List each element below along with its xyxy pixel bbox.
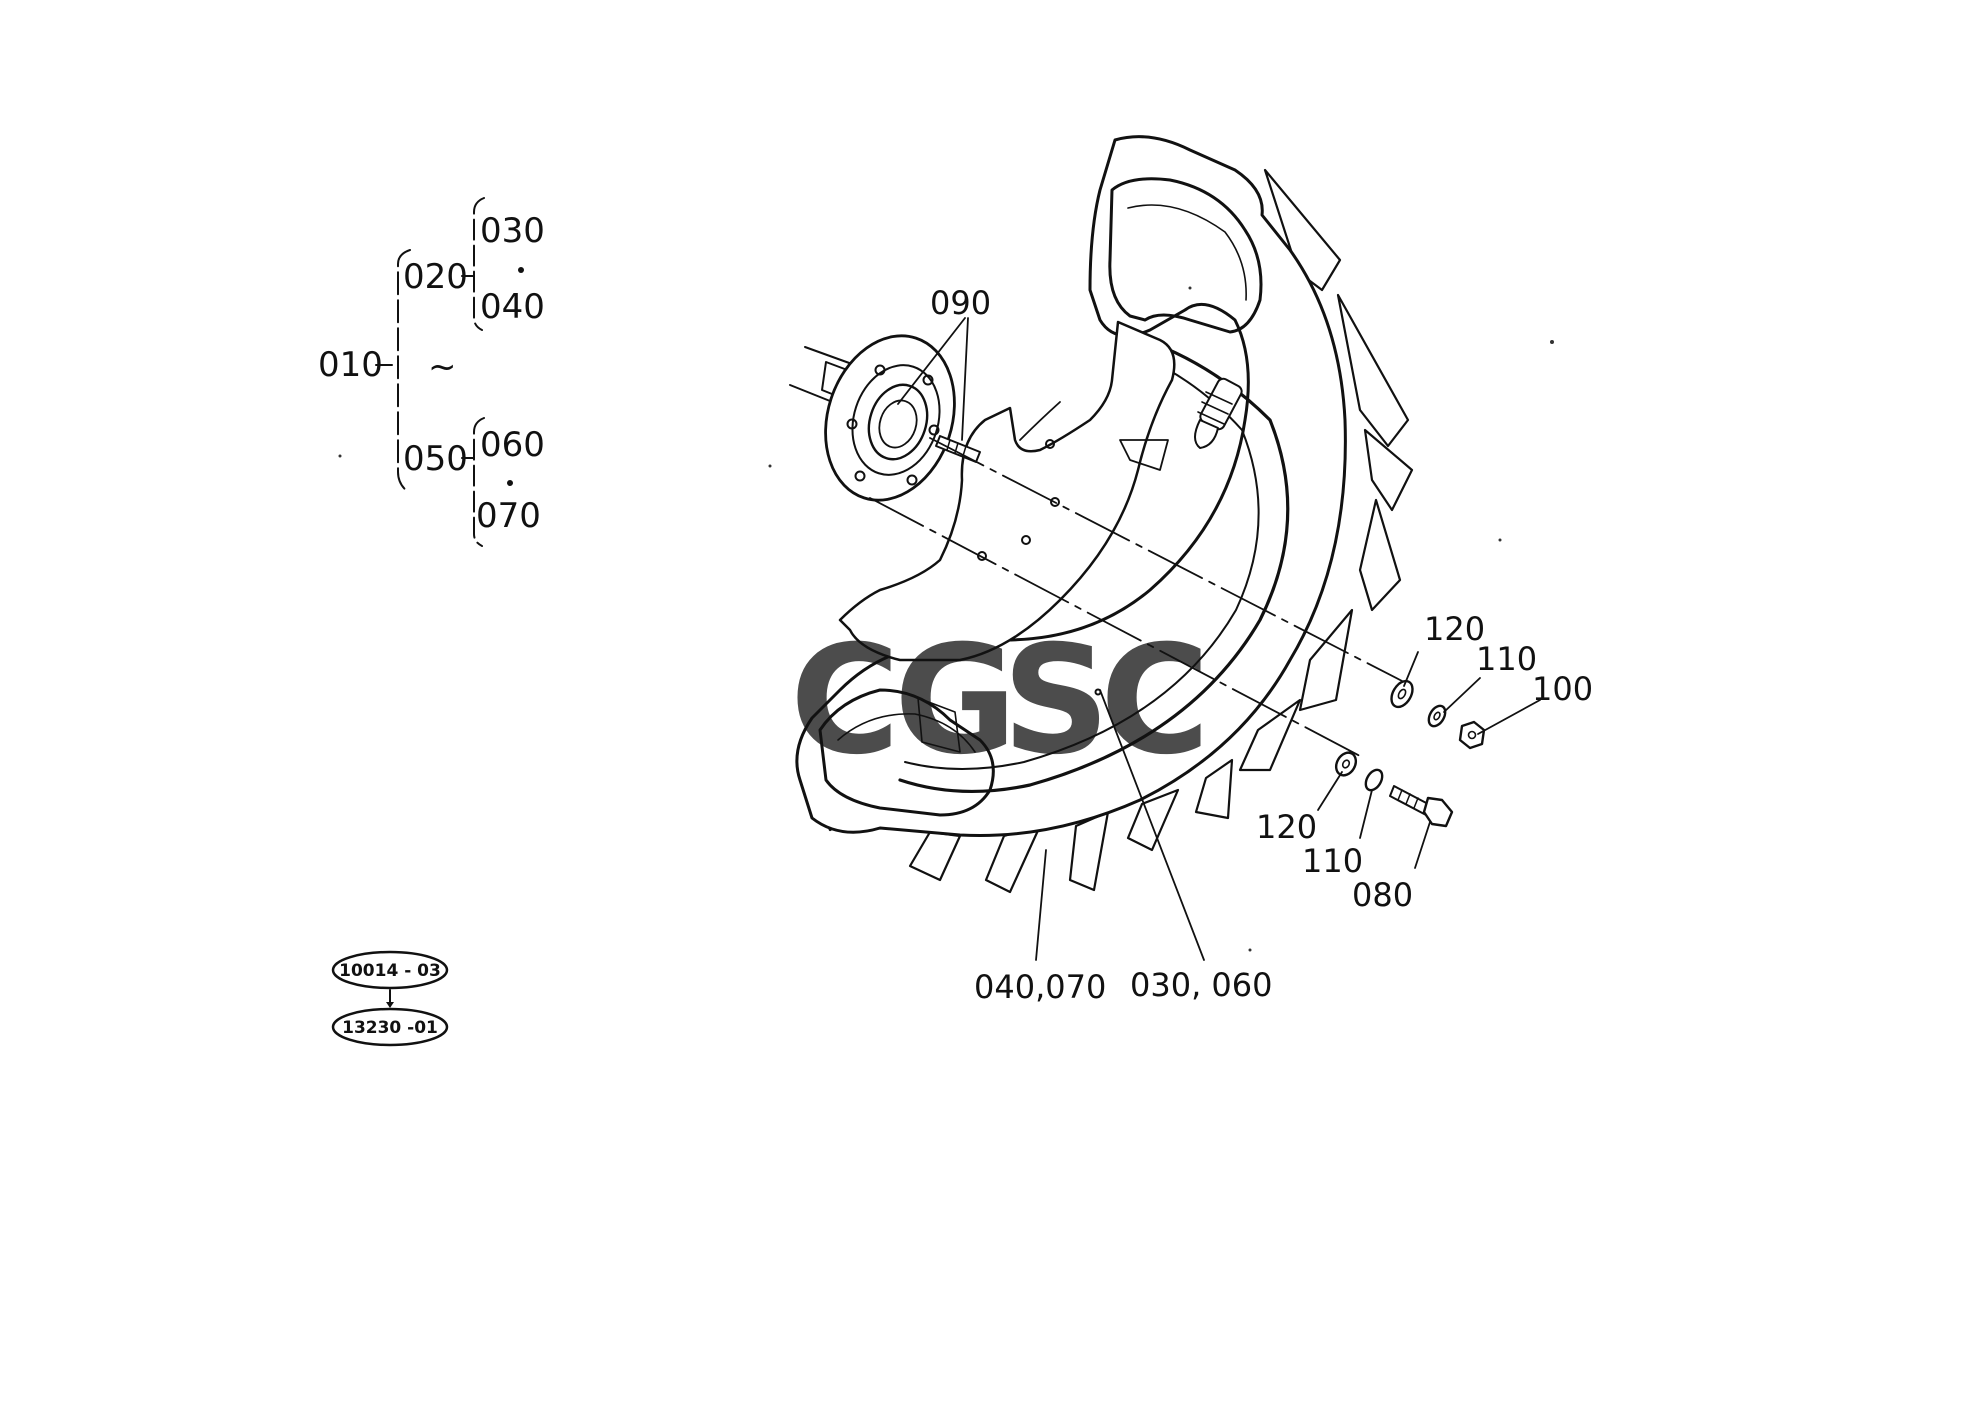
washer-110-top — [1427, 704, 1447, 728]
watermark-logo: C G S C — [790, 614, 1210, 788]
nut-100 — [1458, 720, 1486, 750]
tree-item-070: 070 — [476, 496, 541, 536]
tree-root-010: 010 — [318, 345, 383, 385]
assembly-lines — [869, 437, 1405, 757]
watermark-letter-s: S — [1002, 614, 1110, 788]
tree-separator: ~ — [428, 347, 457, 387]
tree-item-060: 060 — [480, 425, 545, 465]
ref-code-top: 10014 - 03 — [339, 961, 441, 981]
tree-item-030: 030 — [480, 211, 545, 251]
tree-dot — [518, 267, 524, 273]
callout-110-bottom: 110 — [1302, 842, 1363, 880]
callout-080: 080 — [1352, 876, 1413, 914]
callout-030-060: 030, 060 — [1130, 966, 1273, 1004]
ref-oval-top — [331, 950, 449, 990]
ref-oval-bottom — [331, 1007, 449, 1047]
hub-assembly — [789, 334, 981, 502]
ref-code-bottom: 13230 -01 — [342, 1018, 438, 1038]
tree-dot — [507, 480, 513, 486]
leader-lines — [897, 317, 1541, 961]
tree-item-040: 040 — [480, 287, 545, 327]
callout-110-top: 110 — [1476, 640, 1537, 678]
callout-120-bottom: 120 — [1256, 808, 1317, 846]
callout-labels: 090 120 110 100 120 110 080 040,070 030,… — [930, 284, 1593, 1006]
parts-tree: 010 ~ 020 030 040 050 060 070 — [318, 197, 545, 547]
valve-stem — [1194, 377, 1243, 449]
scan-speckles — [338, 286, 1554, 952]
fasteners — [1334, 679, 1486, 828]
callout-040-070: 040,070 — [974, 968, 1106, 1006]
callout-120-top: 120 — [1424, 610, 1485, 648]
tree-group-050: 050 — [403, 439, 468, 479]
watermark-letter-g: G — [894, 614, 1017, 788]
washer-110-bottom — [1364, 768, 1384, 792]
callout-090: 090 — [930, 284, 991, 322]
washer-120-top — [1390, 679, 1414, 709]
cage-wheel-drawing — [795, 135, 1414, 894]
wheel-window-bottom — [818, 688, 995, 817]
hub-flange — [824, 334, 956, 502]
tree-group-020: 020 — [403, 257, 468, 297]
reference-codes: 10014 - 03 13230 -01 — [331, 950, 449, 1047]
wheel-window-top — [1108, 177, 1263, 334]
callout-100: 100 — [1532, 670, 1593, 708]
wheel-center-disc — [838, 320, 1176, 662]
watermark-letter-c2: C — [1100, 614, 1210, 788]
watermark-letter-c1: C — [790, 614, 900, 788]
